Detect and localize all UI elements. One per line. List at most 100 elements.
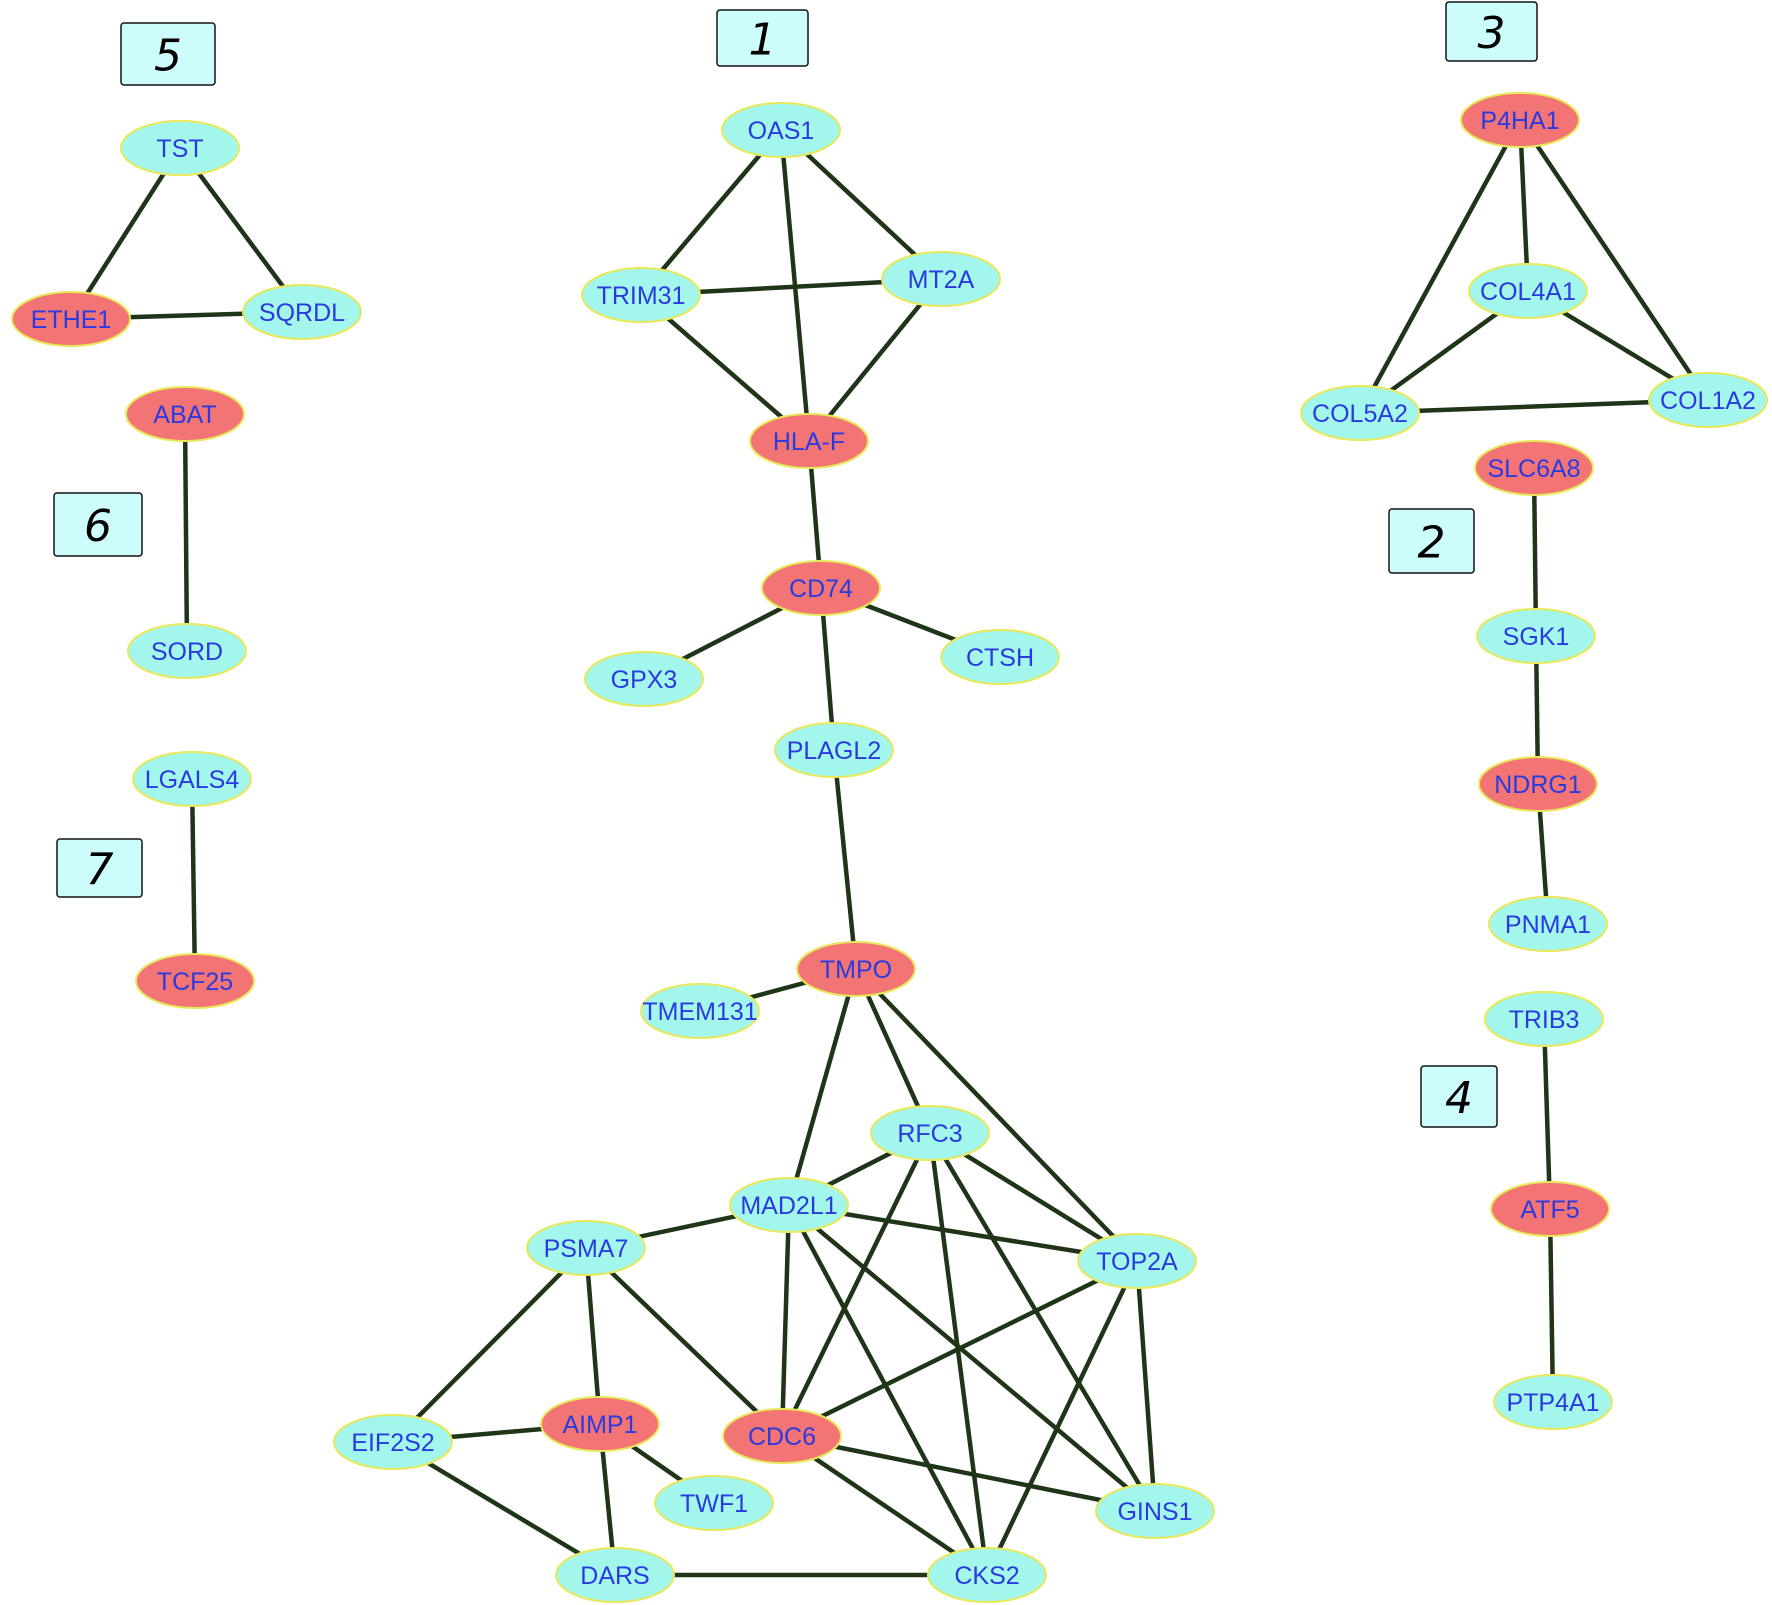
cluster-box-frame <box>120 22 216 86</box>
node-shape-col5a2 <box>1300 385 1420 441</box>
node-mad2l1[interactable]: MAD2L1 <box>729 1177 849 1233</box>
node-trib3[interactable]: TRIB3 <box>1484 991 1604 1047</box>
edge-tmpo-top2a <box>853 966 1140 1264</box>
node-shape-col1a2 <box>1648 372 1768 428</box>
edge-mad2l1-gins1 <box>786 1202 1158 1514</box>
node-sgk1[interactable]: SGK1 <box>1476 608 1596 664</box>
node-twf1[interactable]: TWF1 <box>654 1475 774 1531</box>
node-shape-rfc3 <box>870 1105 990 1161</box>
node-tmem131[interactable]: TMEM131 <box>640 983 760 1039</box>
edge-psma7-cdc6 <box>583 1245 785 1439</box>
node-label-top2a: TOP2A <box>1096 1248 1178 1276</box>
node-label-sqrdl: SQRDL <box>259 299 345 327</box>
edge-cdc6-gins1 <box>779 1433 1158 1514</box>
node-plagl2[interactable]: PLAGL2 <box>774 722 894 778</box>
node-shape-aimp1 <box>540 1396 660 1452</box>
node-lgals4[interactable]: LGALS4 <box>132 751 252 807</box>
node-aimp1[interactable]: AIMP1 <box>540 1396 660 1452</box>
edge-psma7-aimp1 <box>583 1245 603 1427</box>
node-label-sgk1: SGK1 <box>1503 623 1570 651</box>
edge-tst-ethe1 <box>68 145 183 322</box>
edge-mad2l1-cks2 <box>786 1202 990 1578</box>
edge-p4ha1-col1a2 <box>1517 117 1711 403</box>
node-trim31[interactable]: TRIM31 <box>581 267 701 323</box>
node-dars[interactable]: DARS <box>555 1547 675 1603</box>
node-label-trib3: TRIB3 <box>1509 1006 1580 1034</box>
node-label-rfc3: RFC3 <box>897 1120 962 1148</box>
edge-top2a-cdc6 <box>779 1258 1140 1439</box>
edge-mad2l1-top2a <box>786 1202 1140 1264</box>
node-hla-f[interactable]: HLA-F <box>749 413 869 469</box>
edge-slc6a8-sgk1 <box>1531 465 1539 639</box>
cluster-number: 3 <box>1478 8 1506 59</box>
node-label-psma7: PSMA7 <box>544 1235 629 1263</box>
node-label-tmpo: TMPO <box>820 956 892 984</box>
node-cdc6[interactable]: CDC6 <box>722 1408 842 1464</box>
node-rfc3[interactable]: RFC3 <box>870 1105 990 1161</box>
node-atf5[interactable]: ATF5 <box>1490 1181 1610 1237</box>
node-col1a2[interactable]: COL1A2 <box>1648 372 1768 428</box>
cluster-number: 4 <box>1445 1073 1473 1124</box>
cluster-number: 2 <box>1418 518 1446 569</box>
node-label-slc6a8: SLC6A8 <box>1487 455 1580 483</box>
node-label-cks2: CKS2 <box>954 1562 1019 1590</box>
node-tcf25[interactable]: TCF25 <box>135 953 255 1009</box>
cluster-box-frame <box>56 838 143 898</box>
node-ethe1[interactable]: ETHE1 <box>11 291 131 347</box>
edge-p4ha1-col5a2 <box>1357 117 1523 416</box>
cluster-box-frame <box>53 492 143 557</box>
node-shape-dars <box>555 1547 675 1603</box>
node-ctsh[interactable]: CTSH <box>940 629 1060 685</box>
node-label-mt2a: MT2A <box>908 266 975 294</box>
node-label-gpx3: GPX3 <box>611 666 678 694</box>
node-label-aimp1: AIMP1 <box>562 1411 637 1439</box>
node-top2a[interactable]: TOP2A <box>1077 1233 1197 1289</box>
node-tst[interactable]: TST <box>120 120 240 176</box>
node-gpx3[interactable]: GPX3 <box>584 651 704 707</box>
edge-mt2a-hla-f <box>806 276 944 444</box>
node-shape-p4ha1 <box>1460 92 1580 148</box>
node-cks2[interactable]: CKS2 <box>927 1547 1047 1603</box>
node-eif2s2[interactable]: EIF2S2 <box>333 1414 453 1470</box>
node-shape-atf5 <box>1490 1181 1610 1237</box>
node-col5a2[interactable]: COL5A2 <box>1300 385 1420 441</box>
node-ptp4a1[interactable]: PTP4A1 <box>1493 1374 1613 1430</box>
node-shape-mt2a <box>881 251 1001 307</box>
node-shape-mad2l1 <box>729 1177 849 1233</box>
node-sord[interactable]: SORD <box>127 623 247 679</box>
node-mt2a[interactable]: MT2A <box>881 251 1001 307</box>
edge-oas1-trim31 <box>638 127 784 298</box>
node-shape-cks2 <box>927 1547 1047 1603</box>
node-shape-gins1 <box>1095 1483 1215 1539</box>
node-abat[interactable]: ABAT <box>125 386 245 442</box>
node-shape-pnma1 <box>1488 896 1608 952</box>
node-shape-oas1 <box>721 102 841 158</box>
edge-rfc3-cks2 <box>927 1130 990 1578</box>
cluster-box-frame <box>1388 508 1475 574</box>
node-shape-col4a1 <box>1468 263 1588 319</box>
node-pnma1[interactable]: PNMA1 <box>1488 896 1608 952</box>
cluster-box-1: 1 <box>716 9 809 67</box>
node-p4ha1[interactable]: P4HA1 <box>1460 92 1580 148</box>
node-label-ndrg1: NDRG1 <box>1494 771 1582 799</box>
node-cd74[interactable]: CD74 <box>761 560 881 616</box>
node-label-sord: SORD <box>151 638 223 666</box>
cluster-box-3: 3 <box>1445 1 1538 62</box>
node-gins1[interactable]: GINS1 <box>1095 1483 1215 1539</box>
node-label-abat: ABAT <box>153 401 216 429</box>
node-slc6a8[interactable]: SLC6A8 <box>1474 440 1594 496</box>
node-shape-tmem131 <box>640 983 760 1039</box>
node-col4a1[interactable]: COL4A1 <box>1468 263 1588 319</box>
edge-cdc6-cks2 <box>779 1433 990 1578</box>
node-shape-abat <box>125 386 245 442</box>
node-shape-top2a <box>1077 1233 1197 1289</box>
cluster-box-4: 4 <box>1420 1065 1498 1128</box>
node-oas1[interactable]: OAS1 <box>721 102 841 158</box>
node-psma7[interactable]: PSMA7 <box>526 1220 646 1276</box>
node-shape-ctsh <box>940 629 1060 685</box>
node-tmpo[interactable]: TMPO <box>796 941 916 997</box>
node-sqrdl[interactable]: SQRDL <box>242 284 362 340</box>
node-shape-lgals4 <box>132 751 252 807</box>
node-ndrg1[interactable]: NDRG1 <box>1478 756 1598 812</box>
node-label-pnma1: PNMA1 <box>1505 911 1591 939</box>
